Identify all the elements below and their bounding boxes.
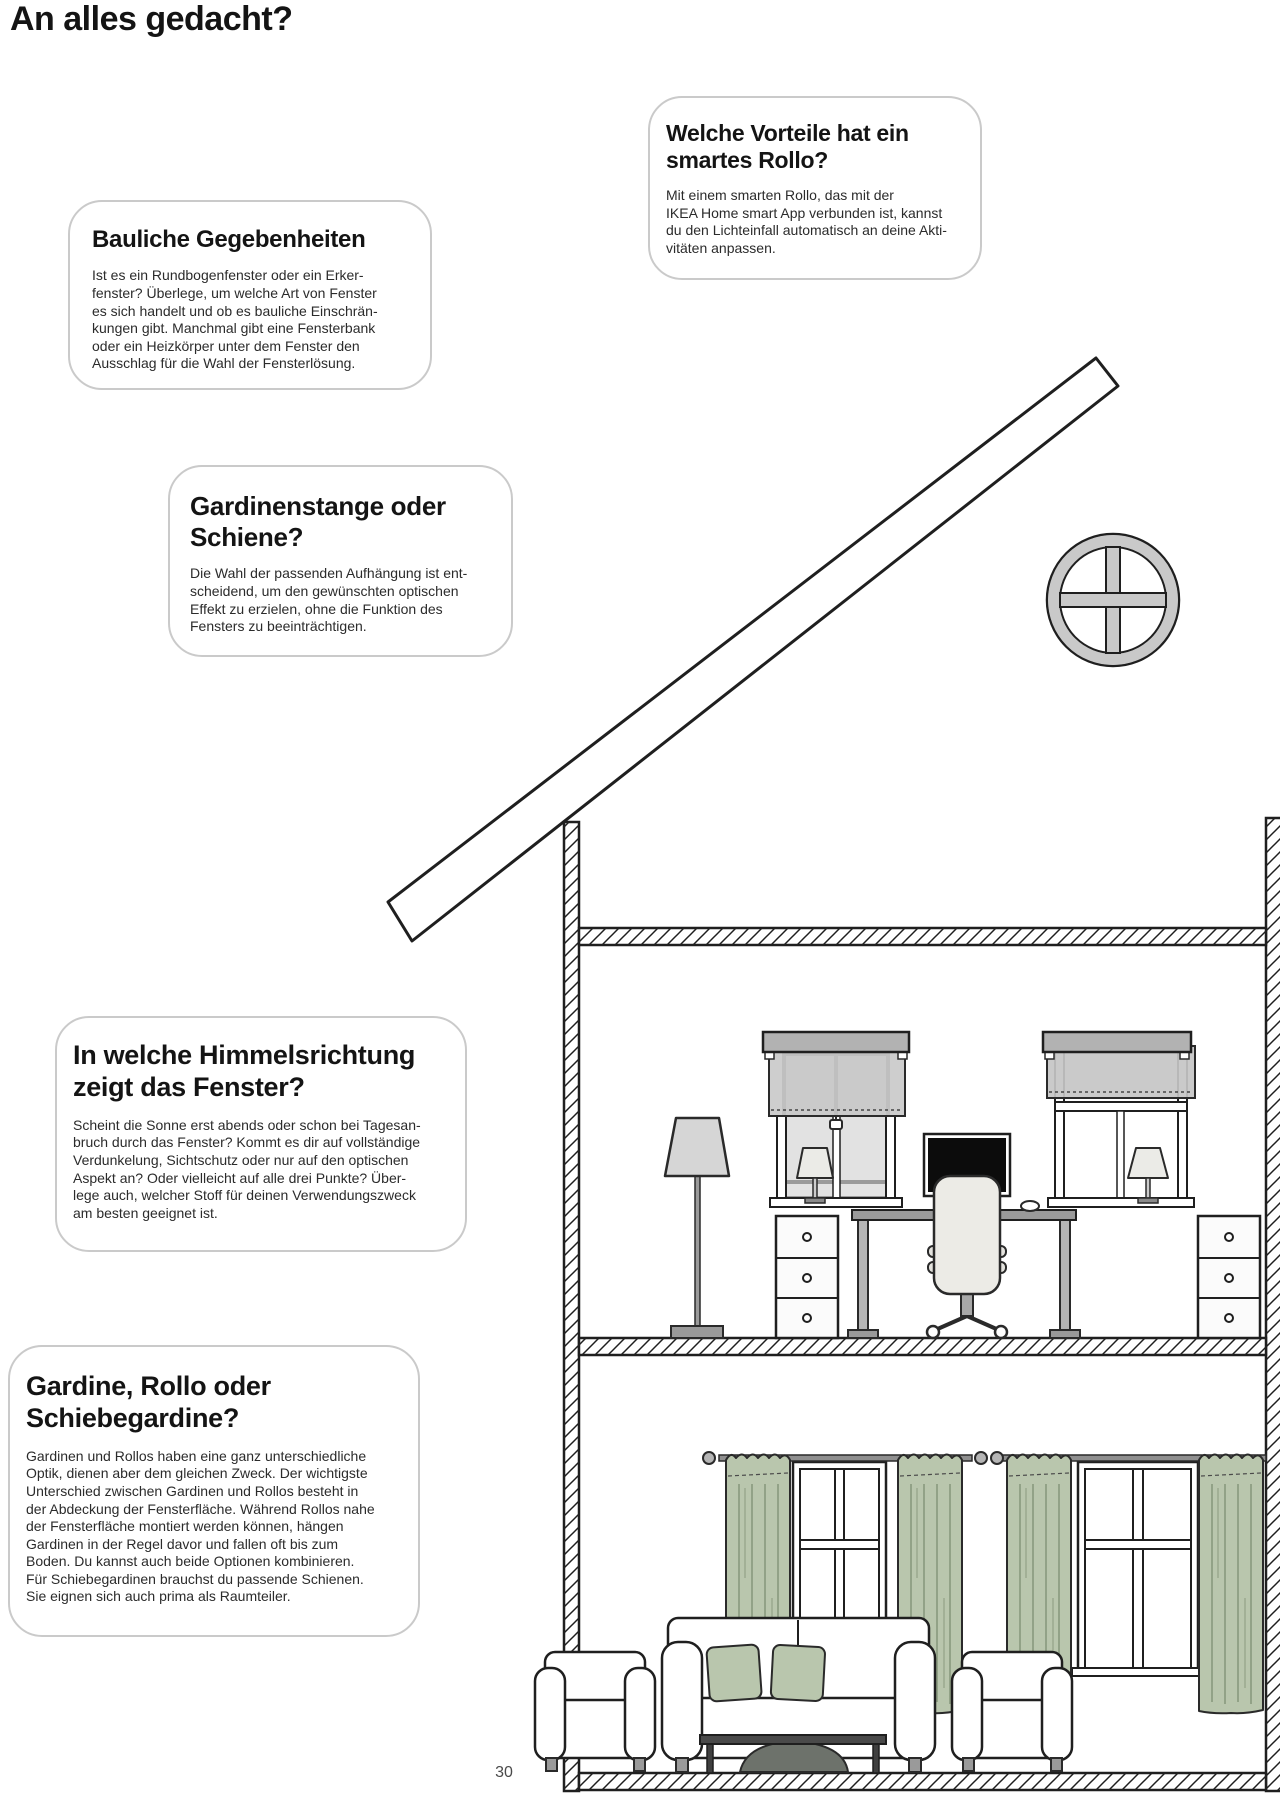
ground-slab — [577, 1771, 1268, 1792]
curtain-rod-left — [702, 1451, 988, 1465]
speech-bubble-bauliche-gegebenheiten: Bauliche Gegebenheiten Ist es ein Rundbo… — [68, 200, 432, 390]
gable-wall — [562, 820, 581, 1793]
coffee-table — [699, 1734, 887, 1774]
speech-bubble-gardine-rollo-schiebegardine: Gardine, Rollo oder Schiebegardine? Gard… — [8, 1345, 420, 1637]
right-wall — [1264, 816, 1280, 1793]
curtain-rod-right — [990, 1451, 1267, 1465]
bubble-body: Gardinen und Rollos haben eine ganz unte… — [26, 1447, 375, 1605]
bubble-heading: Bauliche Gegebenheiten — [92, 226, 366, 253]
bubble-heading: Welche Vorteile hat ein smartes Rollo? — [666, 120, 909, 174]
sofa-pillow-1 — [705, 1643, 763, 1703]
round-window — [1045, 532, 1181, 668]
bubble-body: Die Wahl der passenden Aufhängung ist en… — [190, 565, 468, 635]
speech-bubble-gardinenstange-oder-schiene: Gardinenstange oder Schiene? Die Wahl de… — [168, 465, 513, 657]
bubble-body: Mit einem smarten Rollo, das mit der IKE… — [666, 187, 947, 257]
office-chair — [925, 1174, 1009, 1340]
bubble-heading: Gardine, Rollo oder Schiebegardine? — [26, 1371, 271, 1433]
lower-window-right — [1071, 1460, 1205, 1677]
roller-blind-left — [761, 1030, 911, 1117]
table-lamp-left — [796, 1147, 834, 1204]
bubble-heading: In welche Himmelsrichtung zeigt das Fens… — [73, 1040, 416, 1102]
bubble-body: Ist es ein Rundbogenfenster oder ein Erk… — [92, 267, 378, 372]
curtain-panel-4 — [1198, 1453, 1264, 1715]
speech-bubble-smartes-rollo: Welche Vorteile hat ein smartes Rollo? M… — [648, 96, 982, 280]
roller-blind-right — [1041, 1030, 1196, 1099]
table-lamp-right — [1127, 1147, 1169, 1204]
page-title: An alles gedacht? — [10, 0, 293, 38]
computer-mouse — [1020, 1200, 1040, 1212]
roof-beam — [386, 356, 1120, 943]
blind-pull-cord — [829, 1116, 843, 1130]
floor-lamp — [663, 1116, 731, 1339]
armchair-left — [533, 1650, 657, 1772]
speech-bubble-himmelsrichtung: In welche Himmelsrichtung zeigt das Fens… — [55, 1016, 467, 1252]
drawer-unit-left — [774, 1214, 840, 1340]
floor-slab — [577, 1336, 1268, 1357]
armchair-right — [950, 1650, 1074, 1772]
sofa-pillow-2 — [769, 1644, 826, 1702]
page-number: 30 — [495, 1764, 513, 1781]
ceiling-slab — [577, 926, 1268, 947]
bubble-body: Scheint die Sonne erst abends oder schon… — [73, 1116, 421, 1221]
drawer-unit-right — [1196, 1214, 1262, 1340]
bubble-heading: Gardinenstange oder Schiene? — [190, 491, 446, 552]
